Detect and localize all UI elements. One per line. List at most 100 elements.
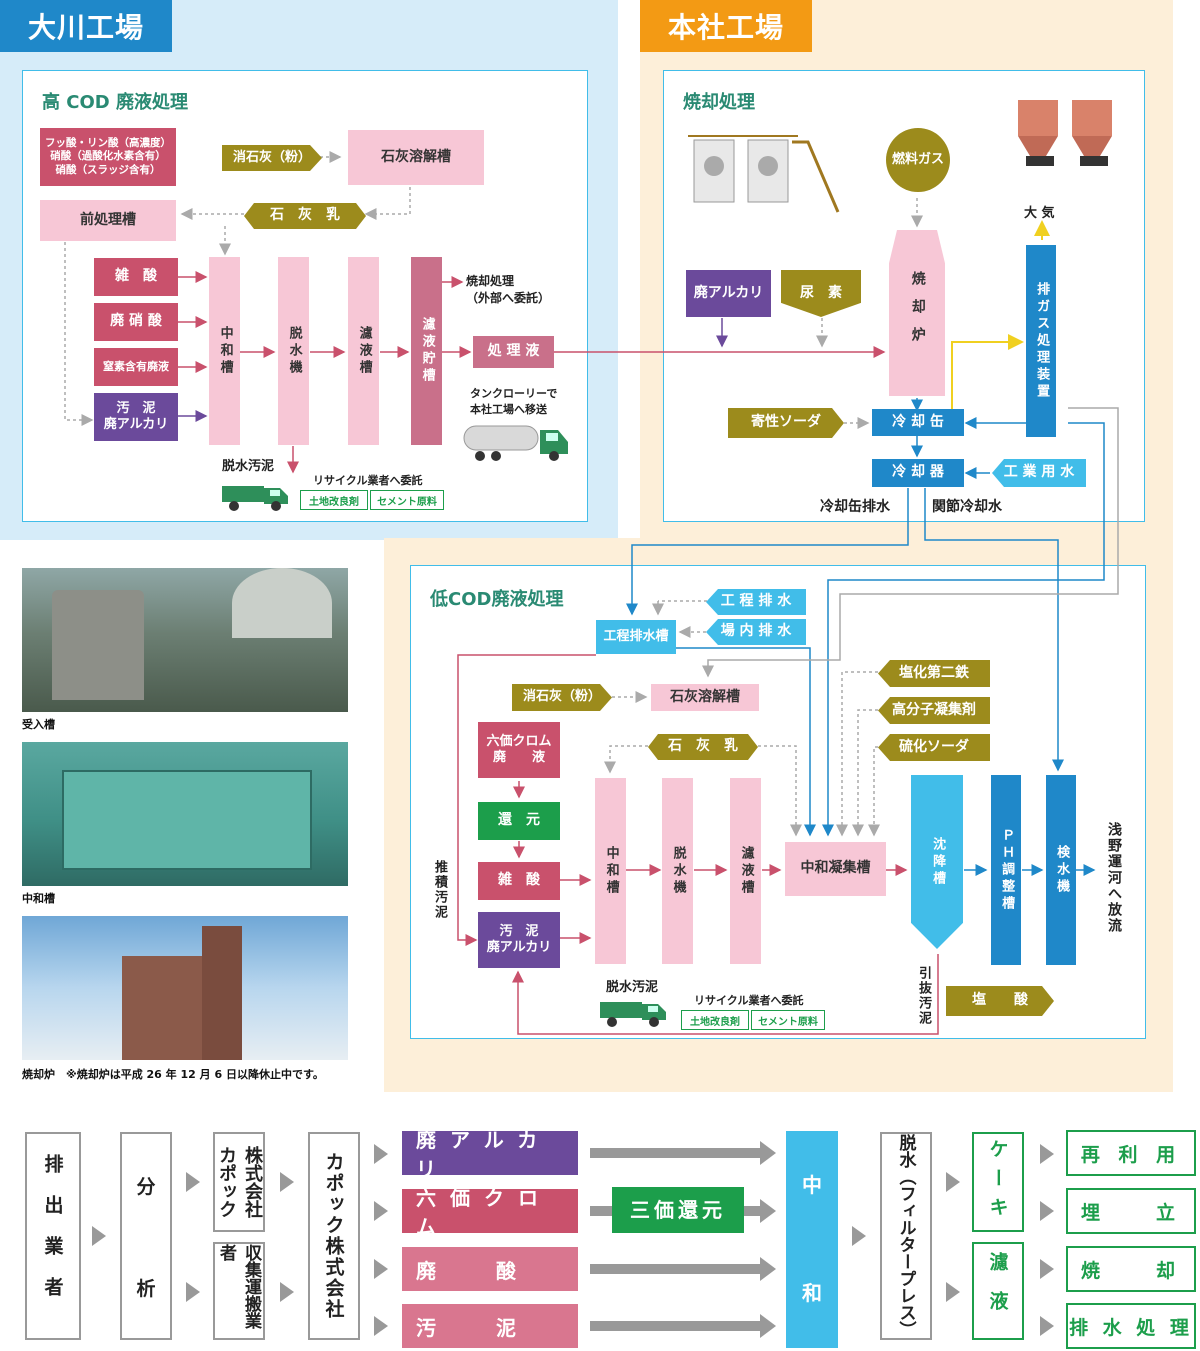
bf-arrow-3a [280, 1172, 294, 1192]
bf-arrow-6a [946, 1172, 960, 1192]
site-drain: 場 内 排 水 [706, 619, 806, 645]
incinerator: 焼却炉 [889, 230, 945, 396]
settling-tank: 沈降槽 [911, 775, 963, 949]
bf-filtrate: 濾液 [972, 1242, 1024, 1340]
bf-arrow-1 [92, 1226, 106, 1246]
sodium-sulfide: 硫化ソーダ [878, 734, 990, 761]
low-dewater-sludge-label: 脱水汚泥 [606, 980, 659, 995]
waste-alkali: 廃アルカリ [686, 270, 771, 317]
bf-stream-chrom: 六価クロム [402, 1186, 578, 1239]
bf-collector: 収集運搬業者 [213, 1242, 265, 1340]
bf-arrow-2a [186, 1172, 200, 1192]
low-dump-truck-icon [600, 1002, 666, 1027]
indirect-cooling-label: 関節冷却水 [932, 499, 1002, 515]
low-badge-cement: セメント原料 [751, 1010, 825, 1030]
high-dewater-sludge-label: 脱水汚泥 [222, 459, 275, 474]
caption-neutral-tank: 中和槽 [22, 892, 55, 905]
reduction: 還 元 [478, 802, 560, 840]
bf-landfill: 埋 立 [1066, 1188, 1196, 1234]
high-dump-truck-icon [222, 486, 288, 511]
photo-neutral-tank [22, 742, 348, 886]
bf-gray-arrow-4 [590, 1314, 776, 1338]
input-acid-3: 硝酸（スラッジ含有） [55, 163, 161, 176]
photo-neutral-structure [62, 770, 312, 870]
low-cod-title: 低COD廃液処理 [430, 589, 564, 610]
bf-arrow-7d [1040, 1316, 1054, 1336]
process-drain-tank: 工程排水槽 [596, 620, 676, 654]
bf-neutralize: 中 和 [786, 1131, 838, 1348]
tank-facility-icon [688, 135, 840, 213]
chromium-waste: 六価クロム 廃 液 [478, 722, 560, 778]
lime-milk-tag: 石 灰 乳 [244, 203, 366, 229]
bf-gray-arrow-3 [590, 1257, 776, 1281]
low-neutral-tank: 中和槽 [595, 778, 626, 964]
bf-neutralize-2: 和 [802, 1281, 822, 1306]
bf-arrow-4d [374, 1316, 388, 1336]
polymer-flocculant: 高分子凝集剤 [878, 697, 990, 724]
input-acid-2: 硝酸（過酸化水素含有） [50, 150, 166, 163]
input-sludge-alkali: 汚 泥 廃アルカリ [94, 393, 178, 441]
ferric-chloride: 塩化第二鉄 [878, 660, 990, 687]
cooler: 冷 却 器 [872, 459, 964, 487]
low-badge-soil: 土地改良剤 [681, 1010, 749, 1030]
input-nitrogen-waste: 窒素含有廃液 [94, 348, 178, 386]
low-lime-milk: 石 灰 乳 [648, 734, 758, 760]
bf-kapok-main: カポック株式会社 [308, 1132, 360, 1340]
high-dewater-machine: 脱水機 [278, 257, 309, 445]
bf-arrow-7a [1040, 1144, 1054, 1164]
inspection-machine: 検水機 [1046, 775, 1076, 965]
silo-icon [1018, 100, 1112, 166]
cool-can-drain-label: 冷却缶排水 [820, 499, 890, 515]
bf-gray-arrow-1 [590, 1141, 776, 1165]
bf-trivalent-reduce: 三価還元 [612, 1187, 744, 1233]
low-slaked-lime-powder: 消石灰（粉） [512, 684, 612, 711]
accumulated-sludge-label: 推積汚泥 [432, 860, 447, 920]
bf-arrow-5 [852, 1226, 866, 1246]
bf-neutralize-1: 中 [802, 1172, 822, 1197]
high-recycle-label: リサイクル業者へ委託 [313, 474, 423, 487]
high-badge-cement: セメント原料 [370, 490, 444, 510]
bf-arrow-3b [280, 1282, 294, 1302]
tanker-truck-icon [463, 425, 568, 461]
pulled-sludge-label: 引抜汚泥 [916, 966, 931, 1026]
bf-arrow-4a [374, 1144, 388, 1164]
treated-liquid: 処 理 液 [473, 336, 554, 368]
bf-analysis-1: 分 [136, 1175, 156, 1198]
low-filtrate-tank: 濾液槽 [730, 778, 761, 964]
honsha-tab: 本社工場 [640, 0, 812, 52]
photo-incinerator-pipe [122, 956, 202, 1060]
bf-arrow-2b [186, 1282, 200, 1302]
cooling-can: 冷 却 缶 [872, 409, 964, 436]
lime-dissolve-tank: 石灰溶解槽 [348, 130, 484, 185]
bf-cake: ケーキ [972, 1132, 1024, 1232]
fuel-gas: 燃料ガス [886, 128, 950, 192]
caption-receiving-tank: 受入槽 [22, 718, 55, 731]
incinerate-external-note: 焼却処理 （外部へ委託） [466, 274, 551, 305]
pretreat-tank: 前処理槽 [40, 200, 176, 241]
bf-analysis-2: 析 [136, 1277, 156, 1300]
ph-adjust-tank: ＰＨ調整槽 [991, 775, 1021, 965]
atmosphere-label: 大 気 [1024, 206, 1055, 221]
bf-arrow-4b [374, 1201, 388, 1221]
okawa-tab: 大川工場 [0, 0, 172, 52]
high-filtrate-storage: 濾液貯槽 [411, 257, 442, 445]
caption-incinerator: 焼却炉 ※焼却炉は平成 26 年 12 月 6 日以降休止中です。 [22, 1068, 324, 1081]
bf-discharger: 排出業者 [25, 1132, 81, 1340]
bf-reuse: 再 利 用 [1066, 1130, 1196, 1176]
bf-arrow-6b [946, 1282, 960, 1302]
photo-tank-shape [52, 590, 144, 700]
input-waste-nitric: 廃 硝 酸 [94, 303, 178, 341]
industrial-water: 工 業 用 水 [992, 459, 1086, 487]
bf-stream-acid: 廃 酸 [402, 1247, 578, 1291]
discharge-label: 浅野運河へ放流 [1106, 822, 1122, 934]
photo-incinerator-stack [202, 926, 242, 1060]
bf-kapok-small: 株式会社 カポック [213, 1132, 265, 1232]
low-dewater-machine: 脱水機 [662, 778, 693, 964]
photo-receiving-tank [22, 568, 348, 712]
bf-arrow-4c [374, 1259, 388, 1279]
bf-stream-alkali: 廃アルカリ [402, 1128, 578, 1181]
caustic-soda: 寄性ソーダ [728, 408, 844, 438]
bf-wastewater: 排 水 処 理 [1066, 1303, 1196, 1349]
low-sludge-alkali: 汚 泥 廃アルカリ [478, 912, 560, 968]
process-drain: 工 程 排 水 [706, 589, 806, 615]
